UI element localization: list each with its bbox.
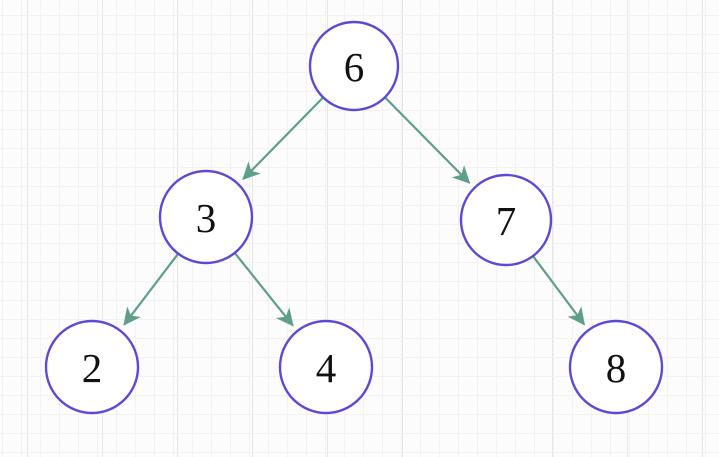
node-circle[interactable] <box>308 20 400 112</box>
tree-edge-3-to-2 <box>123 253 179 326</box>
node-circle[interactable] <box>459 173 553 267</box>
node-label: 3 <box>196 195 217 241</box>
tree-node-8[interactable]: 8 <box>568 319 664 415</box>
tree-edge-6-to-3 <box>242 97 324 181</box>
node-circle[interactable] <box>568 319 664 415</box>
node-label: 4 <box>316 345 337 391</box>
node-circle[interactable] <box>278 319 374 415</box>
tree-node-2[interactable]: 2 <box>44 319 140 415</box>
tree-node-6[interactable]: 6 <box>308 20 400 112</box>
tree-node-7[interactable]: 7 <box>459 173 553 267</box>
tree-edge-6-to-7 <box>384 96 471 184</box>
node-circle[interactable] <box>158 169 254 265</box>
node-label: 2 <box>82 345 103 391</box>
node-label: 6 <box>344 44 365 90</box>
node-label: 7 <box>496 198 517 244</box>
tree-node-4[interactable]: 4 <box>278 319 374 415</box>
tree-edge-7-to-8 <box>532 255 585 326</box>
tree-edge-3-to-4 <box>234 252 294 327</box>
nodes-group: 6 3 7 2 4 8 <box>44 20 664 415</box>
tree-node-3[interactable]: 3 <box>158 169 254 265</box>
node-label: 8 <box>606 345 627 391</box>
edges-group <box>123 96 585 327</box>
node-circle[interactable] <box>44 319 140 415</box>
